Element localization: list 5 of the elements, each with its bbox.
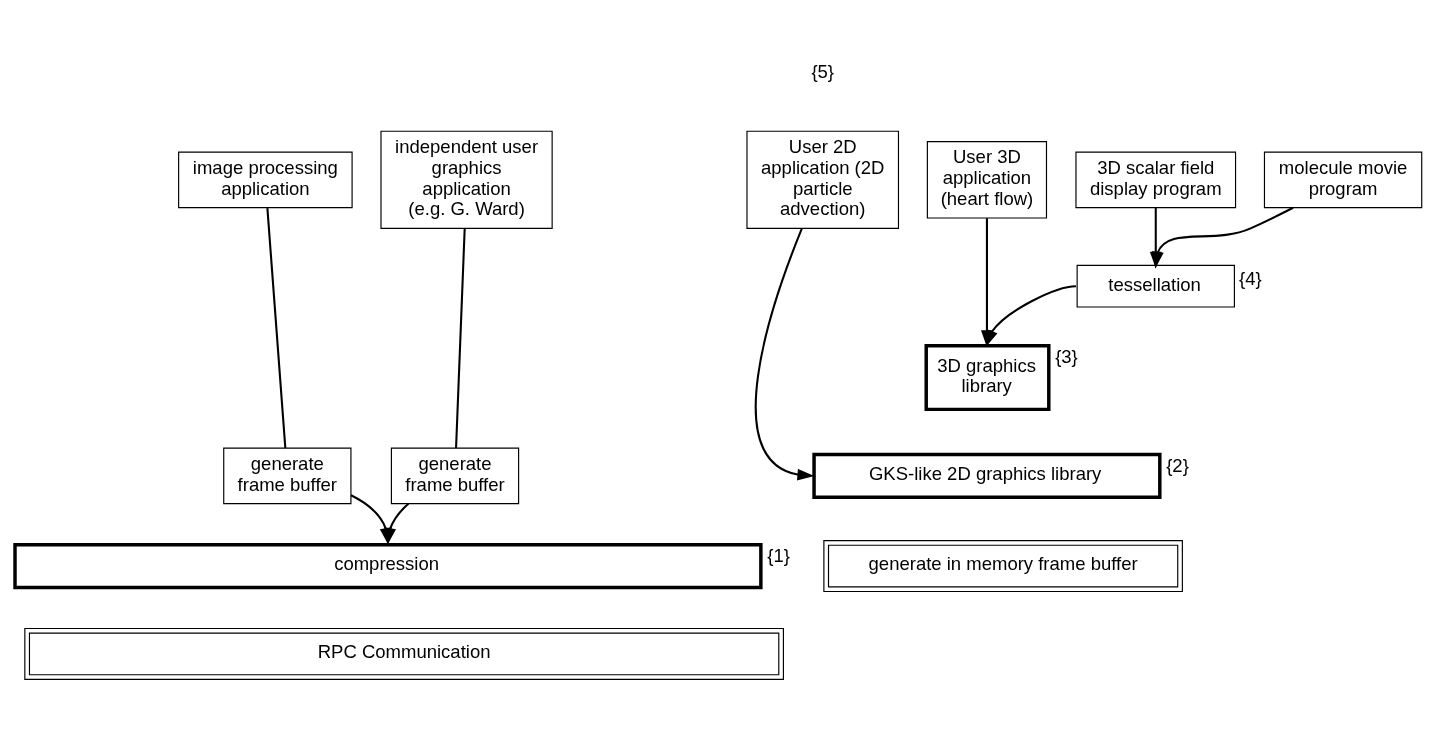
node-label: {3} [1055, 346, 1078, 368]
node-label: {1} [767, 545, 790, 567]
node-label: {2} [1166, 455, 1189, 477]
label: {5} [811, 60, 835, 82]
node-label: {4} [1239, 267, 1262, 289]
